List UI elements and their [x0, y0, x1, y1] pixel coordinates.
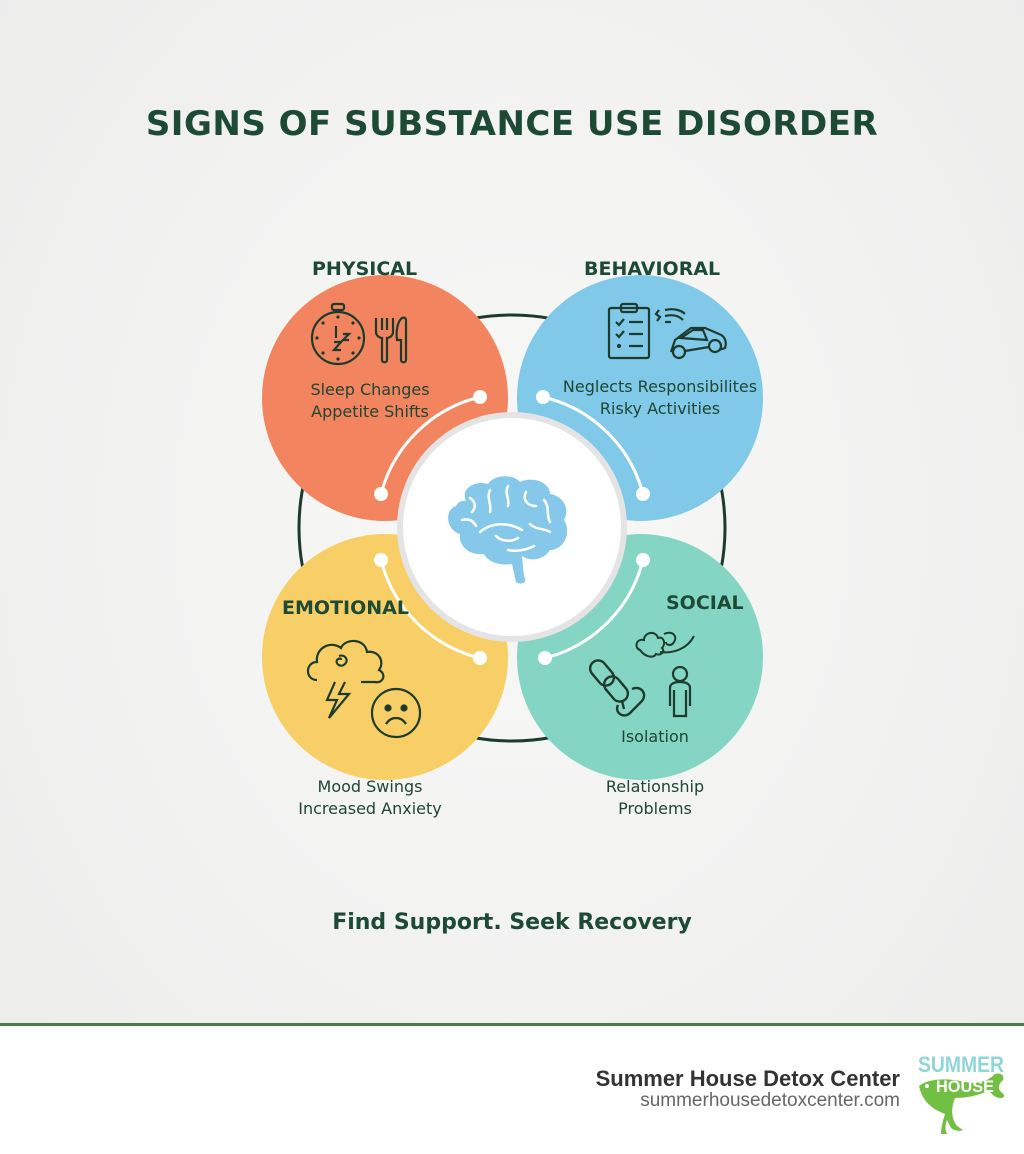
summer-house-logo[interactable]: SUMMER HOUSE	[915, 1048, 1007, 1138]
cloud-swirl-icon	[635, 631, 695, 658]
sign-sleep-changes: Sleep Changes	[310, 380, 430, 399]
logo-text-summer: SUMMER	[918, 1052, 1004, 1077]
speeding-car-icon	[654, 308, 727, 360]
sign-mood-swings: Mood Swings	[317, 777, 423, 796]
fork-knife-icon	[374, 316, 408, 364]
sad-face-icon	[370, 687, 422, 739]
connector-dots	[374, 390, 650, 665]
behavioral-signs: Neglects Responsibilites Risky Activitie…	[545, 376, 775, 420]
gecko-icon	[919, 1073, 1004, 1134]
sign-isolation: Isolation	[621, 727, 689, 746]
brain-icon	[448, 476, 568, 584]
sign-increased-anxiety: Increased Anxiety	[298, 799, 442, 818]
social-signs: Relationship Problems	[540, 776, 770, 820]
category-label-behavioral: BEHAVIORAL	[584, 258, 721, 280]
category-label-physical: PHYSICAL	[312, 258, 418, 280]
page-title: SIGNS OF SUBSTANCE USE DISORDER	[145, 104, 879, 144]
sign-relationship: Relationship	[605, 777, 705, 796]
footer-divider	[0, 1023, 1024, 1026]
clipboard-checklist-icon	[607, 302, 651, 360]
signs-diagram	[262, 275, 763, 780]
sign-problems: Problems	[618, 799, 692, 818]
org-url-link[interactable]: summerhousedetoxcenter.com	[640, 1090, 900, 1111]
lone-person-icon	[668, 665, 692, 718]
org-name: Summer House Detox Center	[595, 1066, 900, 1091]
social-sign-isolation: Isolation	[555, 726, 755, 748]
outer-ring	[297, 313, 727, 743]
connector-arcs	[379, 395, 645, 660]
sign-risky-activities: Risky Activities	[599, 399, 721, 418]
category-label-social: SOCIAL	[666, 592, 744, 614]
storm-cloud-icon	[306, 639, 385, 719]
footer: Summer House Detox Center summerhousedet…	[0, 1026, 1024, 1154]
tagline: Find Support. Seek Recovery	[332, 910, 692, 935]
stopwatch-sleep-icon	[310, 302, 366, 366]
sign-appetite-shifts: Appetite Shifts	[311, 402, 429, 421]
physical-signs: Sleep Changes Appetite Shifts	[260, 379, 480, 423]
broken-chain-icon	[588, 659, 646, 717]
sign-neglects-responsibilities: Neglects Responsibilites	[562, 377, 758, 396]
logo-text-house: HOUSE	[936, 1077, 994, 1096]
category-label-emotional: EMOTIONAL	[282, 597, 409, 619]
emotional-signs: Mood Swings Increased Anxiety	[260, 776, 480, 820]
